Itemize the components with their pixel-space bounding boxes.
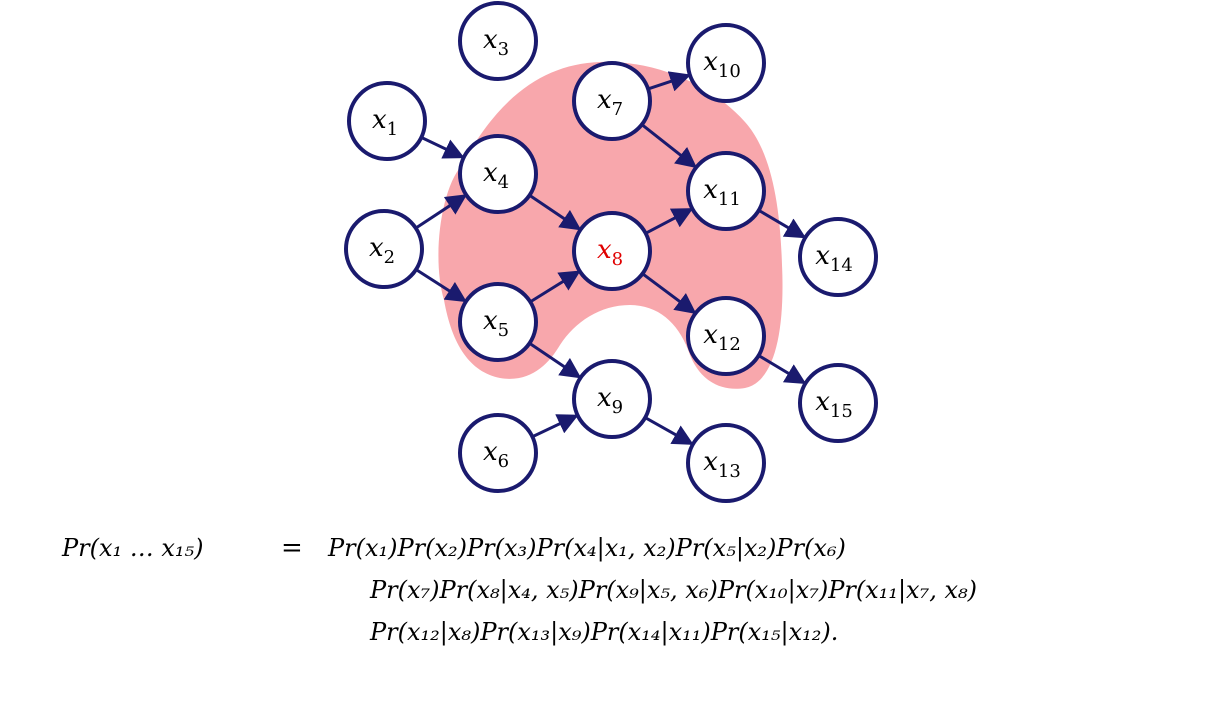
node-x4: x4 (458, 134, 538, 214)
edges-layer (414, 71, 807, 446)
node-x3: x3 (458, 1, 538, 81)
node-circle-x1 (347, 81, 427, 161)
node-subscript-x11: 11 (718, 189, 741, 210)
node-x13: x13 (686, 423, 766, 503)
node-subscript-x12: 12 (718, 334, 741, 355)
edge-x12-x15 (757, 354, 807, 385)
node-label-x7: x7 (597, 85, 623, 120)
node-circle-x4 (458, 134, 538, 214)
node-subscript-x13: 13 (718, 461, 741, 482)
node-circle-x11 (686, 151, 766, 231)
node-var-x12: x (703, 320, 718, 350)
edge-x4-x8 (528, 194, 582, 231)
node-subscript-x9: 9 (612, 397, 623, 418)
edge-x2-x4 (414, 194, 468, 230)
node-label-x15: x15 (815, 387, 853, 422)
node-label-x4: x4 (483, 158, 509, 193)
equation-line-3: Pr(x₁₂|x₈)Pr(x₁₃|x₉)Pr(x₁₄|x₁₁)Pr(x₁₅|x₁… (370, 618, 839, 646)
node-x5: x5 (458, 282, 538, 362)
node-var-x8: x (597, 235, 612, 265)
node-x12: x12 (686, 296, 766, 376)
node-var-x5: x (483, 306, 498, 336)
equation-lhs: Pr(x₁ … x₁₅) (62, 534, 204, 562)
node-circle-x8 (572, 211, 652, 291)
node-subscript-x14: 14 (830, 255, 853, 276)
node-x2: x2 (344, 209, 424, 289)
node-label-x6: x6 (483, 437, 509, 472)
node-x1: x1 (347, 81, 427, 161)
node-x6: x6 (458, 413, 538, 493)
node-var-x1: x (372, 105, 387, 135)
node-label-x12: x12 (703, 320, 741, 355)
node-subscript-x2: 2 (384, 247, 395, 268)
node-x15: x15 (798, 363, 878, 443)
node-subscript-x1: 1 (387, 119, 398, 140)
node-circle-x3 (458, 1, 538, 81)
edge-x7-x10 (647, 71, 691, 92)
edge-x8-x12 (641, 272, 697, 314)
edge-x2-x5 (415, 268, 467, 303)
node-label-x2: x2 (369, 233, 395, 268)
node-circle-x13 (686, 423, 766, 503)
node-label-x9: x9 (597, 383, 623, 418)
node-var-x15: x (815, 387, 830, 417)
node-circle-x14 (798, 217, 878, 297)
edge-x6-x9 (531, 414, 579, 439)
edge-x8-x11 (644, 207, 694, 235)
edge-x1-x4 (420, 136, 465, 159)
node-subscript-x4: 4 (498, 172, 509, 193)
node-x11: x11 (686, 151, 766, 231)
node-circle-x9 (572, 359, 652, 439)
node-var-x14: x (815, 241, 830, 271)
node-var-x2: x (369, 233, 384, 263)
edge-x11-x14 (757, 209, 807, 239)
node-label-x14: x14 (815, 241, 853, 276)
node-x7: x7 (572, 61, 652, 141)
node-subscript-x10: 10 (718, 61, 741, 82)
node-x10: x10 (686, 23, 766, 103)
equation-line-1: Pr(x₁)Pr(x₂)Pr(x₃)Pr(x₄|x₁, x₂)Pr(x₅|x₂)… (328, 534, 846, 562)
node-circle-x7 (572, 61, 652, 141)
node-circle-x6 (458, 413, 538, 493)
node-var-x13: x (703, 447, 718, 477)
edge-x5-x8 (529, 270, 581, 304)
node-var-x3: x (483, 25, 498, 55)
node-subscript-x8: 8 (612, 249, 623, 270)
node-subscript-x7: 7 (612, 99, 623, 120)
node-label-x11: x11 (703, 175, 741, 210)
node-x8: x8 (572, 211, 652, 291)
node-circle-x12 (686, 296, 766, 376)
node-label-x5: x5 (483, 306, 509, 341)
node-var-x10: x (703, 47, 718, 77)
edge-x9-x13 (644, 416, 694, 446)
node-var-x4: x (483, 158, 498, 188)
node-var-x9: x (597, 383, 612, 413)
node-x9: x9 (572, 359, 652, 439)
node-var-x11: x (703, 175, 718, 205)
node-subscript-x5: 5 (498, 320, 509, 341)
node-var-x6: x (483, 437, 498, 467)
node-circle-x2 (344, 209, 424, 289)
equation-equals-sign: = (281, 533, 303, 563)
node-subscript-x6: 6 (498, 451, 509, 472)
node-circle-x10 (686, 23, 766, 103)
node-x14: x14 (798, 217, 878, 297)
node-label-x3: x3 (483, 25, 509, 60)
node-subscript-x15: 15 (830, 401, 853, 422)
node-label-x8: x8 (597, 235, 623, 270)
edge-x7-x11 (640, 123, 698, 169)
node-subscript-x3: 3 (498, 39, 509, 60)
equation-line-2: Pr(x₇)Pr(x₈|x₄, x₅)Pr(x₉|x₅, x₆)Pr(x₁₀|x… (370, 576, 977, 604)
edge-x5-x9 (528, 342, 582, 379)
node-var-x7: x (597, 85, 612, 115)
node-label-x1: x1 (372, 105, 398, 140)
node-label-x13: x13 (703, 447, 741, 482)
node-label-x10: x10 (703, 47, 741, 82)
node-circle-x5 (458, 282, 538, 362)
node-circle-x15 (798, 363, 878, 443)
